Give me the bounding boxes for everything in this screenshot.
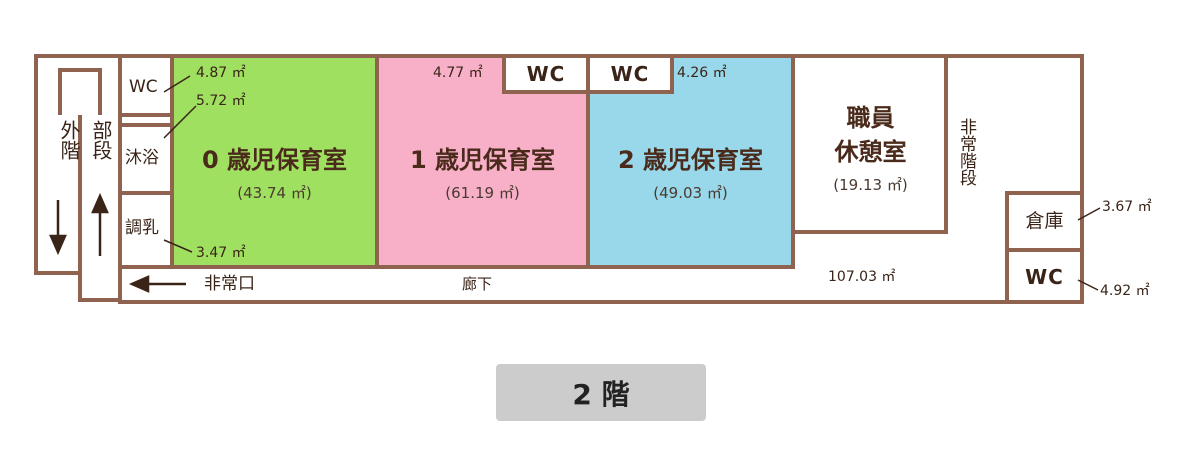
wc-top-left-fill [504,56,588,92]
walls [34,54,1084,304]
wc-right-label: WC [1025,265,1064,289]
wc-top-left-label: WC [526,62,566,86]
wc-top-right-area: 4.26 ㎡ [677,65,727,81]
arrow-left-icon [128,275,150,293]
milk-area: 3.47 ㎡ [196,245,246,261]
wc-top-right-fill [588,56,672,92]
arrow-up-icon [91,192,109,214]
wc-top-right-label: WC [610,62,650,86]
leader-lines [163,75,1101,291]
arrow-down-icon [49,234,67,256]
milk-label: 調乳 [125,218,159,238]
wc-top-left-area: 4.77 ㎡ [433,65,483,81]
corridor-area: 107.03 ㎡ [828,269,896,285]
wc-left-area: 4.87 ㎡ [196,65,246,81]
wc-right-area: 4.92 ㎡ [1100,283,1150,299]
room-2-title: 2 歳児保育室 [617,146,764,174]
emergency-stairs-label: 非常階段 [956,118,976,186]
arrows [49,192,186,293]
bath-area: 5.72 ㎡ [196,93,246,109]
outer-stairs-label-1: 外階 [57,120,81,160]
corridor-label: 廊下 [462,275,493,293]
floor-badge: 2 階 [496,364,706,421]
room-2-area: (49.03 ㎡) [653,184,728,202]
staff-room-title-2: 休憩室 [834,138,907,166]
room-1-area: (61.19 ㎡) [445,184,520,202]
room-0-title: 0 歳児保育室 [201,146,348,174]
room-1-title: 1 歳児保育室 [409,146,556,174]
emergency-exit-label: 非常口 [204,274,255,294]
staff-room-title-1: 職員 [846,104,895,132]
staff-room-area: (19.13 ㎡) [833,176,908,194]
room-0-fill [172,56,377,265]
wc-left-label: WC [129,77,158,97]
outer-stairs-label-2: 部段 [89,120,113,160]
room-0-area: (43.74 ㎡) [237,184,312,202]
storage-label: 倉庫 [1025,210,1064,232]
storage-area: 3.67 ㎡ [1102,199,1152,215]
bath-label: 沐浴 [125,148,159,168]
